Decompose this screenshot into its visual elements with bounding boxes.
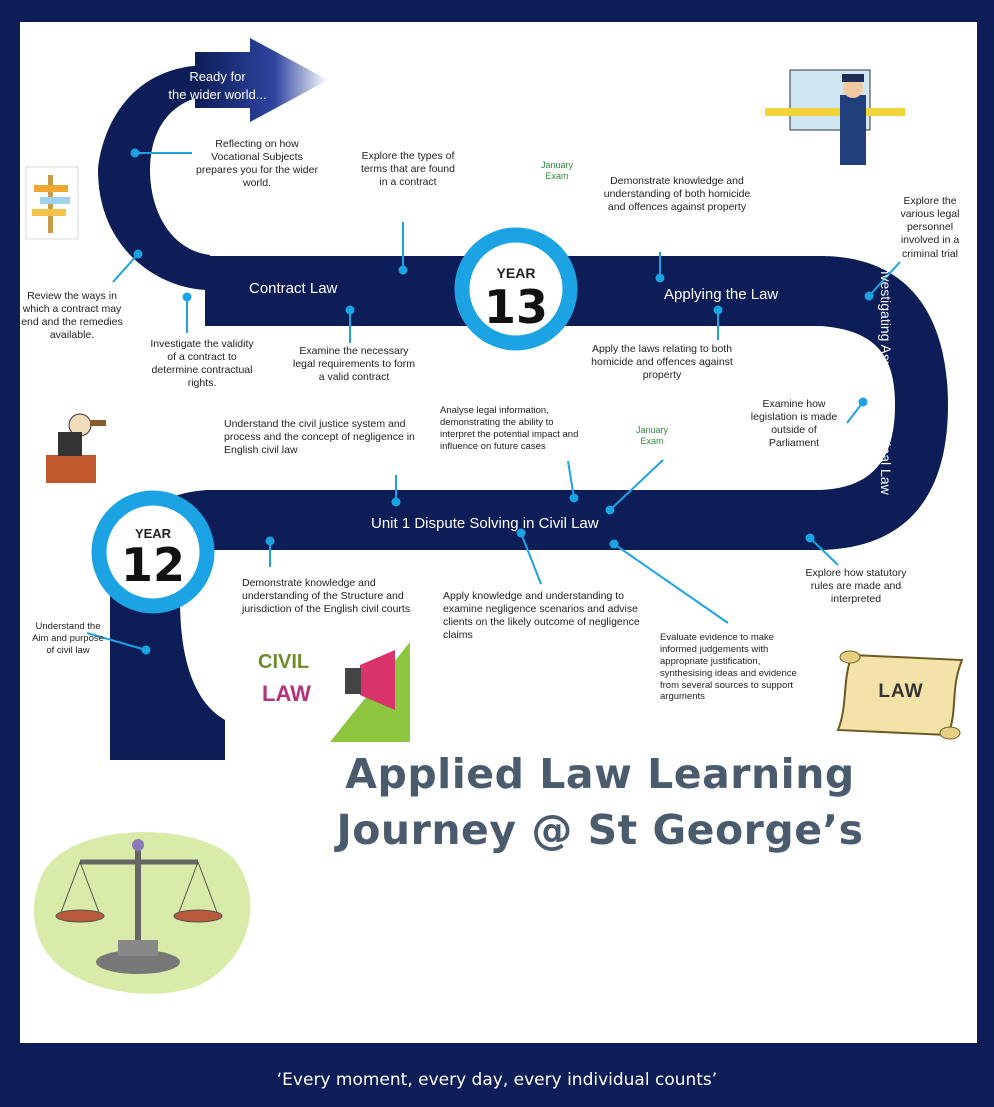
- road-label-criminal: Investigating Aspects of Criminal Law: [877, 262, 894, 495]
- scroll-picture: [836, 650, 964, 740]
- civil-law-picture-word-2: LAW: [262, 681, 311, 706]
- note-evaluate: Evaluate evidence to make informed judge…: [660, 632, 797, 703]
- january-exam-1: January Exam: [540, 160, 574, 182]
- road-bend-top-left: [98, 65, 210, 290]
- scroll-picture-word: LAW: [878, 681, 924, 702]
- note-legal-requirements: Examine the necessary legal requirements…: [293, 345, 415, 384]
- january-exam-2: January Exam: [635, 425, 669, 447]
- road-arrow: [195, 38, 328, 122]
- note-structure: Demonstrate knowledge and understanding …: [242, 577, 411, 616]
- road-label-unit-1: Unit 1 Dispute Solving in Civil Law: [371, 515, 599, 532]
- note-types-terms: Explore the types of terms that are foun…: [361, 150, 455, 189]
- road-label-applying-law: Applying the Law: [664, 286, 779, 303]
- year-12-number: 12: [120, 538, 185, 592]
- note-homicide-knowledge: Demonstrate knowledge and understanding …: [603, 175, 751, 214]
- note-legal-personnel: Explore the various legal personnel invo…: [900, 195, 960, 260]
- school-motto: ‘Every moment, every day, every individu…: [276, 1070, 718, 1090]
- civil-law-picture-word-1: CIVIL: [258, 651, 310, 673]
- road-bend-right: [820, 256, 948, 550]
- year-13-label: YEAR: [496, 265, 536, 281]
- note-analyse: Analyse legal information, demonstrating…: [440, 405, 579, 452]
- note-apply-laws: Apply the laws relating to both homicide…: [591, 343, 733, 382]
- arrow-label-line-2: the wider world...: [168, 87, 267, 102]
- road-label-contract-law: Contract Law: [249, 280, 338, 297]
- note-reflecting: Reflecting on how Vocational Subjects pr…: [196, 138, 318, 190]
- scales-picture: [33, 832, 251, 994]
- judge-picture: [42, 405, 110, 485]
- road-band-unit-1: [205, 490, 825, 550]
- note-statutory: Explore how statutory rules are made and…: [805, 567, 907, 606]
- note-validity: Investigate the validity of a contract t…: [150, 338, 254, 390]
- arrow-label-line-1: Ready for: [189, 69, 246, 84]
- year-13-ring: [454, 227, 578, 351]
- note-examine-legislation: Examine how legislation is made outside …: [750, 398, 838, 450]
- note-aim: Understand the Aim and purpose of civil …: [32, 621, 104, 656]
- arrow-label: Ready for the wider world...: [160, 68, 275, 104]
- connectors: [86, 148, 901, 655]
- note-apply-knowledge: Apply knowledge and understanding to exa…: [443, 590, 640, 642]
- year-12-ring: [91, 490, 215, 614]
- signpost-picture: [25, 166, 79, 240]
- page-title-line-2: Journey @ St George’s: [336, 806, 864, 854]
- year-12-label: YEAR: [134, 526, 172, 541]
- note-review-ways: Review the ways in which a contract may …: [21, 290, 123, 342]
- page-title-line-1: Applied Law Learning: [345, 750, 855, 798]
- civil-law-picture: [250, 632, 410, 742]
- year-13-number: 13: [483, 280, 548, 334]
- note-civil-justice: Understand the civil justice system and …: [224, 418, 415, 457]
- police-picture: [765, 66, 905, 176]
